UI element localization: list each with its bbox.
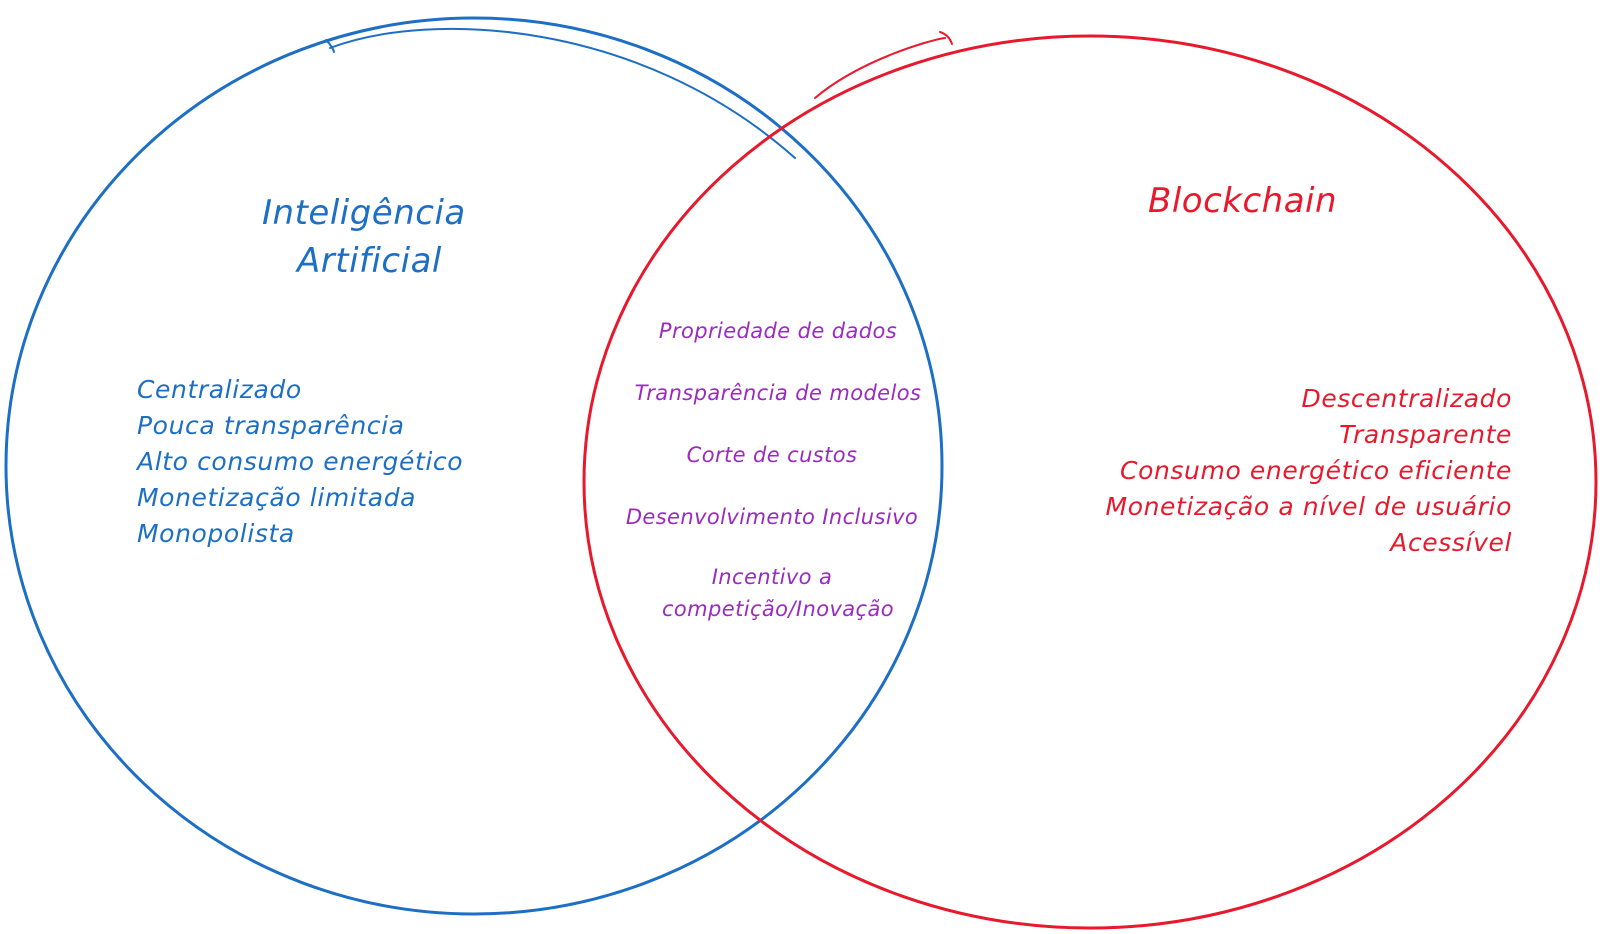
ai-item: Monetização limitada — [137, 483, 416, 512]
blockchain-item: Descentralizado — [1301, 384, 1512, 413]
ai-title-line1: Inteligência — [262, 193, 466, 233]
intersection-item: Transparência de modelos — [635, 381, 922, 405]
blockchain-item: Monetização a nível de usuário — [1106, 492, 1512, 521]
ai-circle — [4, 16, 944, 916]
blockchain-item: Consumo energético eficiente — [1120, 456, 1512, 485]
intersection-item: Propriedade de dados — [659, 319, 897, 343]
intersection-item: Desenvolvimento Inclusivo — [626, 505, 918, 529]
ai-item: Pouca transparência — [137, 411, 405, 440]
ai-title-line2: Artificial — [295, 241, 442, 281]
blockchain-title: Blockchain — [1148, 181, 1337, 221]
ai-item: Alto consumo energético — [135, 447, 463, 476]
ai-item: Centralizado — [137, 375, 302, 404]
blockchain-circle — [582, 31, 1598, 930]
blockchain-item: Transparente — [1339, 420, 1512, 449]
intersection-item: competição/Inovação — [662, 597, 894, 621]
intersection-item: Corte de custos — [687, 443, 858, 467]
intersection-item: Incentivo a — [712, 565, 833, 589]
blockchain-item: Acessível — [1388, 528, 1512, 557]
ai-item: Monopolista — [137, 519, 295, 548]
